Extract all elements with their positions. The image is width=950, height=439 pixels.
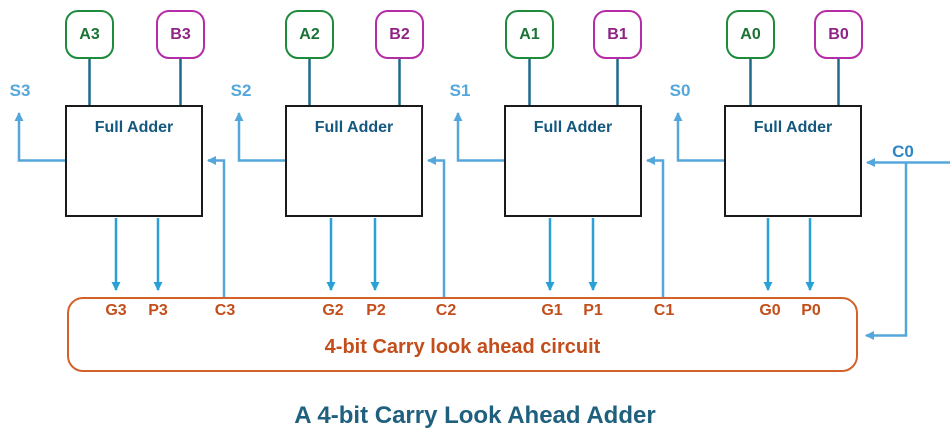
full-adder-1: Full Adder xyxy=(504,105,642,217)
full-adder-2: Full Adder xyxy=(285,105,423,217)
full-adder-0-label: Full Adder xyxy=(753,119,833,136)
pin-label-p2: P2 xyxy=(366,302,386,319)
pin-label-c2: C2 xyxy=(435,302,457,319)
wire-carry-c2 xyxy=(427,156,446,297)
pin-label-g1: G1 xyxy=(541,302,563,319)
diagram-title: A 4-bit Carry Look Ahead Adder xyxy=(294,402,656,429)
carry-lookahead-label: 4-bit Carry look ahead circuit xyxy=(324,336,601,358)
sum-label-s1: S1 xyxy=(449,81,471,100)
pin-label-p1: P1 xyxy=(583,302,603,319)
input-box-a0: A0 xyxy=(726,10,775,59)
wire-sum-s3 xyxy=(14,112,65,162)
full-adder-1-label: Full Adder xyxy=(533,119,613,136)
carry-in-label-c0: C0 xyxy=(892,142,914,161)
pin-label-g3: G3 xyxy=(105,302,127,319)
wire-carry-c1 xyxy=(646,156,665,297)
wire-sum-s0 xyxy=(673,112,724,162)
full-adder-3: Full Adder xyxy=(65,105,203,217)
sum-label-s0: S0 xyxy=(669,81,691,100)
full-adder-3-label: Full Adder xyxy=(94,119,174,136)
full-adder-2-label: Full Adder xyxy=(314,119,394,136)
wire-carry-c0-cla xyxy=(865,162,908,340)
wire-sum-s1 xyxy=(453,112,504,162)
wire-carry-c3 xyxy=(207,156,226,297)
input-box-b2: B2 xyxy=(375,10,424,59)
input-box-b1: B1 xyxy=(593,10,642,59)
pin-label-g0: G0 xyxy=(759,302,781,319)
pin-label-c3: C3 xyxy=(214,302,236,319)
sum-label-s2: S2 xyxy=(230,81,252,100)
input-box-b0: B0 xyxy=(814,10,863,59)
input-box-a1: A1 xyxy=(505,10,554,59)
input-box-a3: A3 xyxy=(65,10,114,59)
input-box-a2: A2 xyxy=(285,10,334,59)
pin-label-c1: C1 xyxy=(653,302,675,319)
pin-label-p3: P3 xyxy=(148,302,168,319)
input-box-b3: B3 xyxy=(156,10,205,59)
wire-sum-s2 xyxy=(234,112,285,162)
pin-label-p0: P0 xyxy=(801,302,821,319)
pin-label-g2: G2 xyxy=(322,302,344,319)
sum-label-s3: S3 xyxy=(9,81,31,100)
full-adder-0: Full Adder xyxy=(724,105,862,217)
carry-lookahead-box xyxy=(67,297,858,372)
